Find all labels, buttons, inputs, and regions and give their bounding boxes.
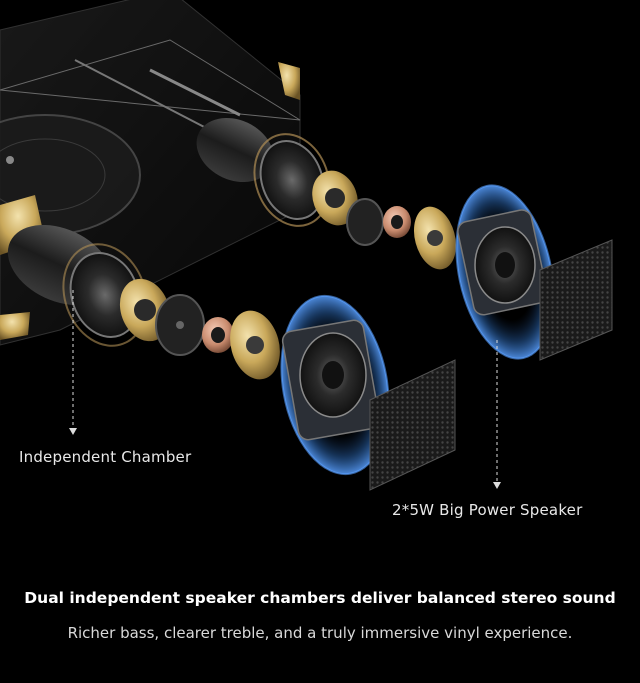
callout-pointer-chamber xyxy=(69,290,77,435)
caption-headline: Dual independent speaker chambers delive… xyxy=(24,589,616,607)
upper-speaker-chain xyxy=(196,117,457,270)
grille-upper xyxy=(539,239,613,361)
speaker-driver-lower xyxy=(280,294,390,476)
caption-subline: Richer bass, clearer treble, and a truly… xyxy=(67,624,573,642)
independent-chamber-label: Independent Chamber xyxy=(19,448,192,466)
lower-speaker-chain xyxy=(7,224,280,380)
grille-lower xyxy=(369,359,456,491)
callout-pointer-speaker xyxy=(493,340,501,489)
exploded-speaker-illustration xyxy=(0,0,613,491)
speaker-power-label: 2*5W Big Power Speaker xyxy=(392,501,583,519)
speaker-driver-upper xyxy=(455,184,555,360)
